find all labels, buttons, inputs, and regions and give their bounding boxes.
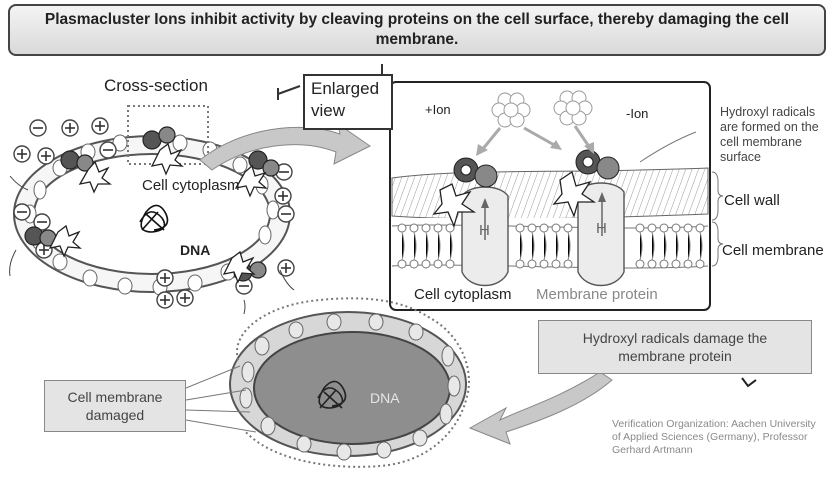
hydroxyl-formed-label: Hydroxyl radicals are formed on the cell… [720,105,832,165]
enlarged-view-label: Enlarged view [303,74,393,130]
cell-wall-label: Cell wall [724,192,780,209]
cell-cytoplasm-right-label: Cell cytoplasm [414,286,512,303]
h-letter-2: H [596,220,607,237]
curved-arrow-to-damaged [470,372,612,444]
dna-left-label: DNA [180,242,210,258]
hydroxyl-damage-text: Hydroxyl radicals damage the membrane pr… [559,329,791,365]
plus-ion-label: +Ion [425,102,451,117]
h-letter-1: H [479,222,490,239]
dna-bottom-label: DNA [370,390,400,406]
credit-text: Verification Organization: Aachen Univer… [612,418,822,457]
cell-membrane-label: Cell membrane [722,242,824,259]
hydroxyl-damage-callout: Hydroxyl radicals damage the membrane pr… [538,320,812,374]
cell-membrane-damaged-callout: Cell membrane damaged [44,380,186,432]
cell-membrane-damaged-text: Cell membrane damaged [57,388,173,424]
small-hook [742,378,756,386]
membrane-protein-label: Membrane protein [536,286,658,303]
minus-ion-label: -Ion [626,106,648,121]
cell-cytoplasm-left-label: Cell cytoplasm [142,177,240,194]
cross-section-label: Cross-section [104,76,208,96]
damaged-cell [230,298,469,467]
